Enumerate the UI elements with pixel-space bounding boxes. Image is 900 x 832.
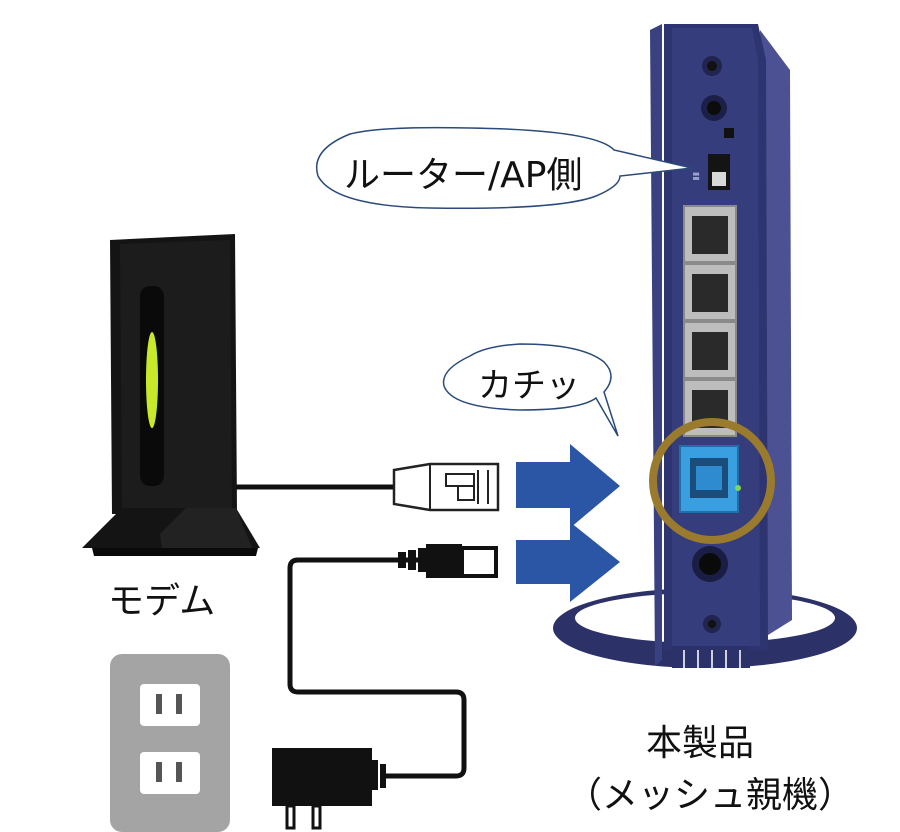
router-icon: ▮▮: [553, 24, 857, 668]
dc-power-plug-icon: [398, 544, 498, 578]
router-ap-side-label: ルーター/AP側: [344, 155, 583, 196]
lan-cable-plug-icon: [392, 462, 500, 512]
highlight-ring: [649, 418, 775, 544]
lan-ports: [683, 205, 737, 437]
arrow-right-icon: [516, 444, 620, 528]
modem-label: モデム: [108, 581, 216, 622]
modem-led: [146, 332, 158, 428]
ac-adapter-icon: [272, 748, 386, 830]
wall-outlet-icon: [110, 654, 230, 832]
modem-icon: [82, 234, 260, 556]
product-subtitle-label: （メッシュ親機）: [566, 775, 855, 816]
click-sound-label: カチッ: [478, 366, 580, 406]
speech-bubble-click: [442, 343, 619, 437]
port-led: [735, 485, 741, 491]
power-cable: [287, 557, 467, 779]
svg-text:▮▮: ▮▮: [692, 172, 701, 181]
product-name-label: 本製品: [646, 723, 755, 764]
internet-port: [679, 445, 739, 513]
arrow-right-icon: [516, 522, 620, 602]
speech-bubble-router-ap: [316, 126, 693, 209]
